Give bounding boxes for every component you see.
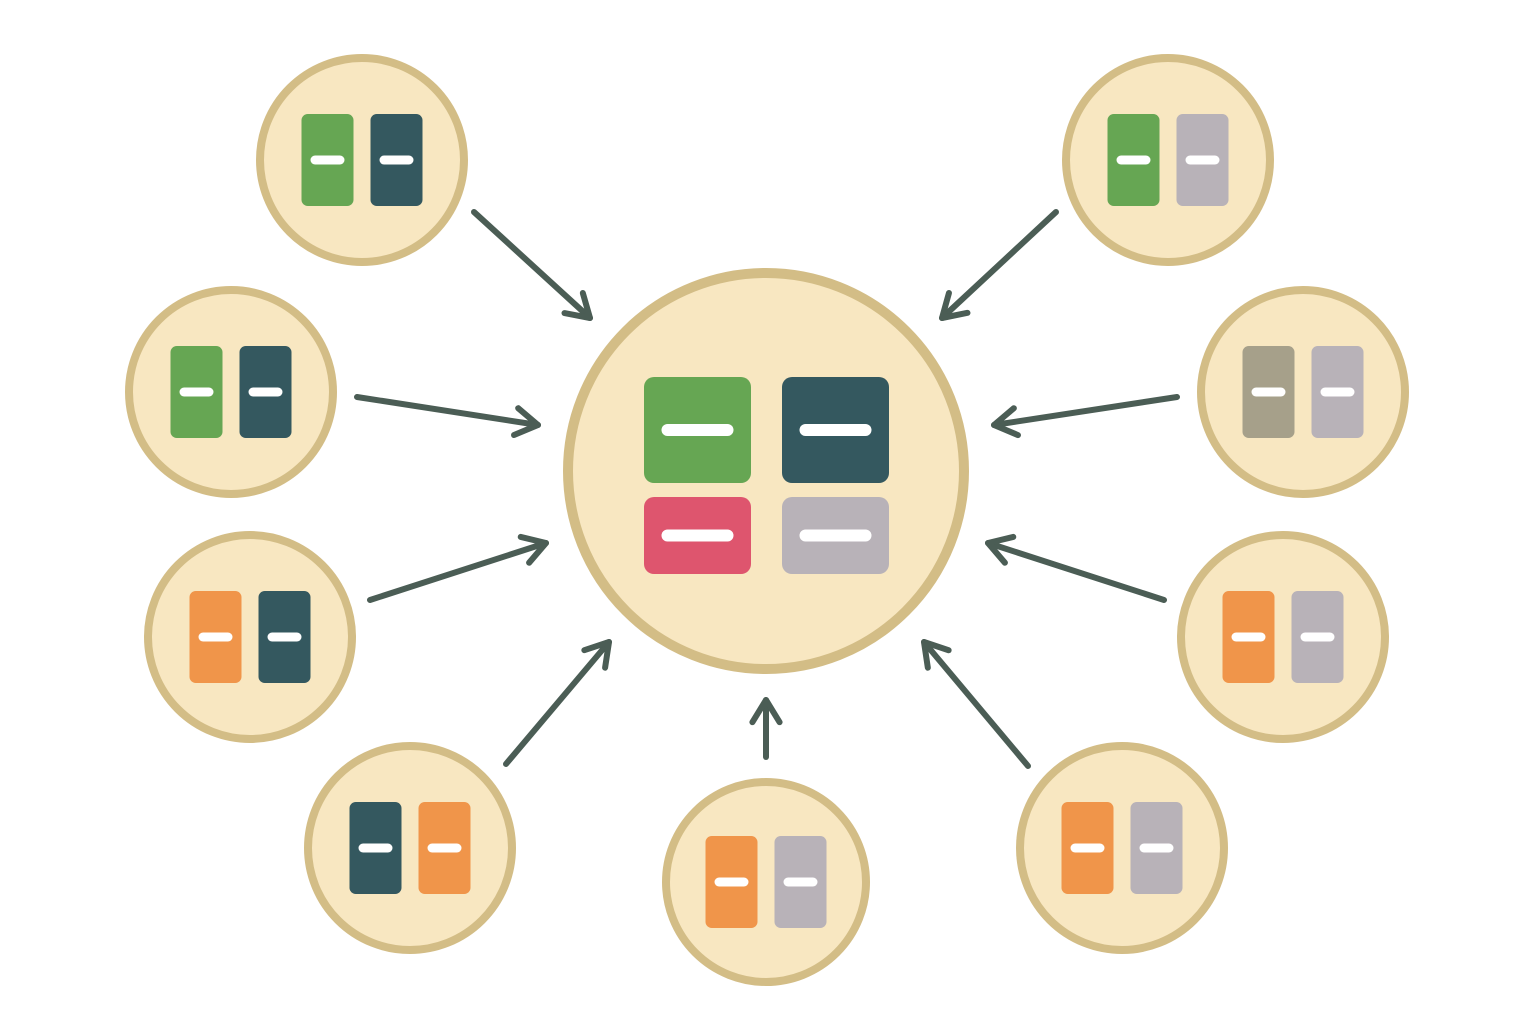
- node-circle: [1197, 286, 1409, 498]
- two-block-icon: [1222, 591, 1344, 683]
- block-orange: [189, 591, 242, 683]
- arrow-lower-left-to-hub: [367, 533, 549, 603]
- satellite-node-top-right: [1062, 54, 1274, 266]
- node-circle: [304, 742, 516, 954]
- arrow-upper-left-to-hub: [354, 394, 541, 439]
- arrow-bottom-center-to-hub: [749, 697, 783, 760]
- hub-block-gray: [782, 497, 889, 574]
- block-green: [1107, 114, 1160, 206]
- block-teal: [370, 114, 423, 206]
- block-orange: [418, 802, 471, 894]
- block-gray: [1130, 802, 1183, 894]
- satellites-layer: [125, 54, 1409, 986]
- node-circle: [144, 531, 356, 743]
- arrow-upper-right-to-hub: [991, 394, 1180, 439]
- block-green: [170, 346, 223, 438]
- block-teal: [349, 802, 402, 894]
- arrow-bottom-right-to-hub: [921, 639, 1031, 769]
- node-circle: [1177, 531, 1389, 743]
- node-circle: [1016, 742, 1228, 954]
- block-gray: [1176, 114, 1229, 206]
- node-circle: [1062, 54, 1274, 266]
- two-block-icon: [170, 346, 292, 438]
- two-block-icon: [1107, 114, 1229, 206]
- block-gray: [1291, 591, 1344, 683]
- arrow-top-left-to-hub: [471, 209, 593, 321]
- block-green: [301, 114, 354, 206]
- satellite-node-upper-right: [1197, 286, 1409, 498]
- block-orange: [1061, 802, 1114, 894]
- hub-node: [563, 268, 969, 674]
- arrow-top-right-to-hub: [939, 209, 1059, 321]
- block-gray: [1311, 346, 1364, 438]
- satellite-node-lower-left: [144, 531, 356, 743]
- block-orange: [1222, 591, 1275, 683]
- two-block-icon: [705, 836, 827, 928]
- block-teal: [258, 591, 311, 683]
- block-teal: [239, 346, 292, 438]
- edges-layer: [354, 209, 1180, 769]
- block-taupe: [1242, 346, 1295, 438]
- two-block-icon: [349, 802, 471, 894]
- four-block-aggregate-icon: [644, 377, 889, 574]
- satellite-node-top-left: [256, 54, 468, 266]
- node-circle: [256, 54, 468, 266]
- block-orange: [705, 836, 758, 928]
- satellite-node-lower-right: [1177, 531, 1389, 743]
- two-block-icon: [189, 591, 311, 683]
- node-circle: [563, 268, 969, 674]
- two-block-icon: [1061, 802, 1183, 894]
- node-circle: [125, 286, 337, 498]
- hub-block-teal: [782, 377, 889, 483]
- two-block-icon: [301, 114, 423, 206]
- satellite-node-bottom-left: [304, 742, 516, 954]
- satellite-node-upper-left: [125, 286, 337, 498]
- arrow-bottom-left-to-hub: [503, 639, 612, 767]
- hub-block-green: [644, 377, 751, 483]
- hub-block-red: [644, 497, 751, 574]
- satellite-node-bottom-center: [662, 778, 870, 986]
- two-block-icon: [1242, 346, 1364, 438]
- node-circle: [662, 778, 870, 986]
- arrow-lower-right-to-hub: [985, 533, 1167, 603]
- satellite-node-bottom-right: [1016, 742, 1228, 954]
- block-gray: [774, 836, 827, 928]
